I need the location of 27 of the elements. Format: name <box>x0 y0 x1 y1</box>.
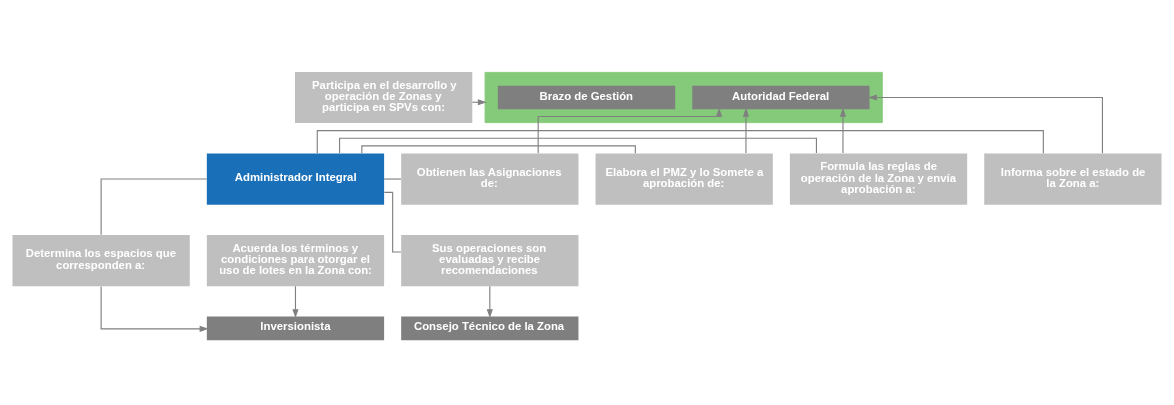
arrow <box>742 107 750 154</box>
node-box: Brazo de Gestión <box>497 85 676 110</box>
node-box: Informa sobre el estado de la Zona a: <box>984 153 1162 205</box>
node-box: Participa en el desarrollo y operación de Zonas y participa en SPVs con: <box>295 71 473 124</box>
node-box: Acuerda los términos y condiciones para otorgar el uso de lotes en la Zona con: <box>206 234 385 287</box>
arrow <box>867 94 1103 154</box>
arrow <box>839 107 847 154</box>
connector <box>383 178 402 180</box>
arrow <box>486 285 493 319</box>
connector <box>100 178 208 236</box>
node-box: Consejo Técnico de la Zona <box>401 316 579 341</box>
connector <box>361 145 636 154</box>
node-box: Sus operaciones son evaluadas y recibe recomendaciones <box>401 234 579 287</box>
node-box: Inversionista <box>206 316 385 341</box>
arrow <box>100 285 209 332</box>
arrow <box>292 285 299 319</box>
connector <box>316 130 1044 154</box>
node-box: Administrador Integral <box>206 153 385 205</box>
cluster <box>484 71 883 124</box>
node-box: Formula las reglas de operación de la Zona y envía aprobación a: <box>789 153 968 205</box>
node-box: Autoridad Federal <box>692 85 870 110</box>
connector <box>383 191 402 253</box>
arrow <box>537 107 723 154</box>
node-box: Determina los espacios que corresponden a: <box>12 234 190 287</box>
connector <box>339 137 817 154</box>
node-box: Elabora el PMZ y lo Somete a aprobación de: <box>595 153 773 205</box>
node-box: Obtienen las Asignaciones de: <box>401 153 579 205</box>
